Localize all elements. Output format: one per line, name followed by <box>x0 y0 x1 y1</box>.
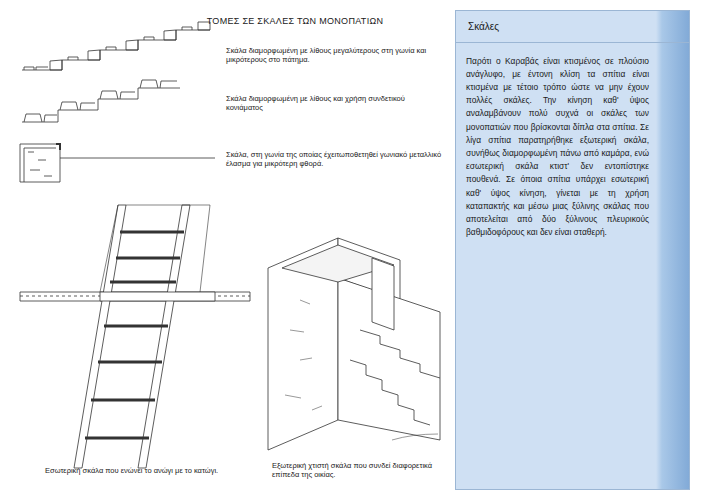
panel-body: Παρότι ο Καραβάς είναι κτισμένος σε πλού… <box>456 43 689 248</box>
drawing-line <box>350 330 440 425</box>
drawing-line <box>50 22 210 70</box>
drawing-line <box>100 205 210 292</box>
drawing-line <box>24 80 177 122</box>
drawing-caption: Εξωτερική χτιστή σκάλα που συνδεί διαφορ… <box>272 461 452 480</box>
steel-angle-steps-section-3 <box>20 144 215 182</box>
drawing-caption: Σκάλα διαμορφωμένη με λίθους και χρήση σ… <box>226 94 411 113</box>
drawing-caption: Σκάλα διαμορφωμένη με λίθους μεγαλύτερου… <box>226 46 441 65</box>
drawing-line <box>20 292 250 301</box>
drawing-line <box>100 292 215 301</box>
text-panel: ΣκάλεςΠαρότι ο Καραβάς είναι κτισμένος σ… <box>455 10 690 490</box>
drawing-line <box>74 205 126 468</box>
drawing-line <box>392 434 438 440</box>
masonry-stair-house <box>268 238 440 450</box>
wooden-ladder <box>20 205 250 468</box>
drawing-line <box>56 144 60 150</box>
stone-steps-section-1 <box>22 22 210 70</box>
drawing-line <box>285 300 322 410</box>
drawing-line <box>85 232 184 438</box>
panel-heading: Σκάλες <box>456 11 689 43</box>
mortar-steps-section-2 <box>22 80 180 122</box>
drawing-line <box>138 205 190 468</box>
drawing-line <box>372 258 394 330</box>
drawing-line <box>28 152 52 176</box>
drawing-line <box>22 88 180 122</box>
drawing-line <box>24 148 56 182</box>
drawing-caption: Εσωτερική σκάλα που ενώνει το ανώγι με τ… <box>45 466 260 475</box>
sheet-title: ΤΟΜΕΣ ΣΕ ΣΚΑΛΕΣ ΤΩΝ ΜΟΝΟΠΑΤΙΩΝ <box>150 16 440 27</box>
drawing-line <box>24 27 192 70</box>
drawing-caption: Σκάλα, στη γωνία της οποίας έχειτωποθετη… <box>226 150 456 169</box>
drawing-line <box>20 144 215 182</box>
